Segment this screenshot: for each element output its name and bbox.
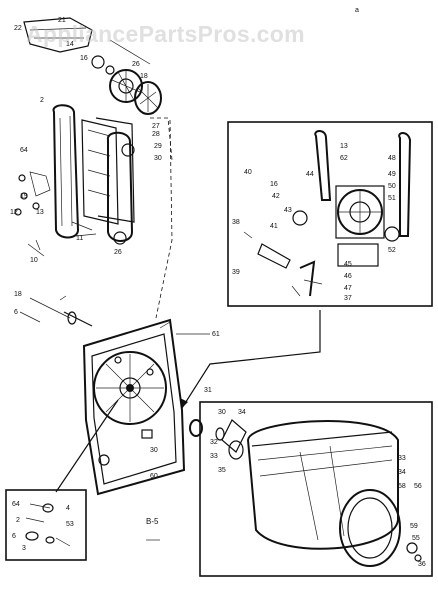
label-6: 6	[14, 309, 18, 316]
label-32: 32	[210, 439, 218, 446]
label-39: 39	[232, 269, 240, 276]
watermark-text: AppliancePartsPros.com	[26, 21, 305, 47]
label-14: 14	[66, 41, 74, 48]
label-33: 33	[210, 453, 218, 460]
label-56: 56	[414, 483, 422, 490]
label-37: 37	[344, 295, 352, 302]
label-48: 48	[388, 155, 396, 162]
label-34b: 34	[398, 469, 406, 476]
label-55: 55	[412, 535, 420, 542]
label-21: 21	[58, 17, 66, 24]
label-16: 16	[80, 55, 88, 62]
label-29: 29	[154, 143, 162, 150]
label-27: 27	[152, 123, 160, 130]
label-30b: 30	[150, 447, 158, 454]
label-62: 62	[340, 155, 348, 162]
label-31: 31	[204, 387, 212, 394]
label-18: 18	[140, 73, 148, 80]
front-bulkhead: 18 6 61 30 60	[14, 291, 220, 496]
label-13b: 13	[340, 143, 348, 150]
label-30c: 30	[218, 409, 226, 416]
label-36: 36	[418, 561, 426, 568]
inset-label-64: 64	[12, 501, 20, 508]
label-18b: 18	[14, 291, 22, 298]
inset-label-3: 3	[22, 545, 26, 552]
label-13: 13	[36, 209, 44, 216]
motor-assembly-box: 40 16 42 44 43 38 41 39 37 45 46 47 13 6…	[227, 121, 433, 307]
label-26: 26	[132, 61, 140, 68]
label-34: 34	[238, 409, 246, 416]
blower-assembly: 21 22 14 16 18 26	[14, 17, 173, 161]
bearing-parts: 31	[189, 387, 225, 441]
label-2: 2	[40, 97, 44, 104]
label-42: 42	[272, 193, 280, 200]
label-38: 38	[232, 219, 240, 226]
inset-label-4: 4	[66, 505, 70, 512]
inset-label-53: 53	[66, 521, 74, 528]
label-41: 41	[270, 223, 278, 230]
label-43: 43	[284, 207, 292, 214]
label-19: 19	[20, 193, 28, 200]
label-60: 60	[150, 473, 158, 480]
top-mark: a	[355, 7, 359, 14]
label-46: 46	[344, 273, 352, 280]
label-44: 44	[306, 171, 314, 178]
label-33b: 33	[398, 455, 406, 462]
label-45: 45	[344, 261, 352, 268]
inset-box: 64 2 4 53 6 3	[5, 489, 87, 561]
inset-arrow	[55, 399, 119, 493]
label-51: 51	[388, 195, 396, 202]
label-64: 64	[20, 147, 28, 154]
drum-box: 30 34 32 33 35 33 34 58 56 59 55 36	[199, 401, 433, 577]
label-10: 10	[30, 257, 38, 264]
label-58: 58	[398, 483, 406, 490]
label-28: 28	[152, 131, 160, 138]
label-40: 40	[244, 169, 252, 176]
label-22: 22	[14, 25, 22, 32]
leader-line-top	[155, 119, 173, 319]
inset-label-2: 2	[16, 517, 20, 524]
heater-belt-assembly: 2 28 29 30 27 64 19 12 13 26 10 11	[10, 97, 162, 264]
label-30: 30	[154, 155, 162, 162]
label-52: 52	[388, 247, 396, 254]
inset-label-6: 6	[12, 533, 16, 540]
label-26b: 26	[114, 249, 122, 256]
label-47: 47	[344, 285, 352, 292]
figure-caption: B-5	[146, 517, 159, 526]
label-49: 49	[388, 171, 396, 178]
label-16b: 16	[270, 181, 278, 188]
label-50: 50	[388, 183, 396, 190]
label-61: 61	[212, 331, 220, 338]
pointer-arrow	[181, 310, 321, 409]
label-11: 11	[76, 235, 83, 242]
label-59: 59	[410, 523, 418, 530]
label-35: 35	[218, 467, 226, 474]
label-12: 12	[10, 209, 18, 216]
